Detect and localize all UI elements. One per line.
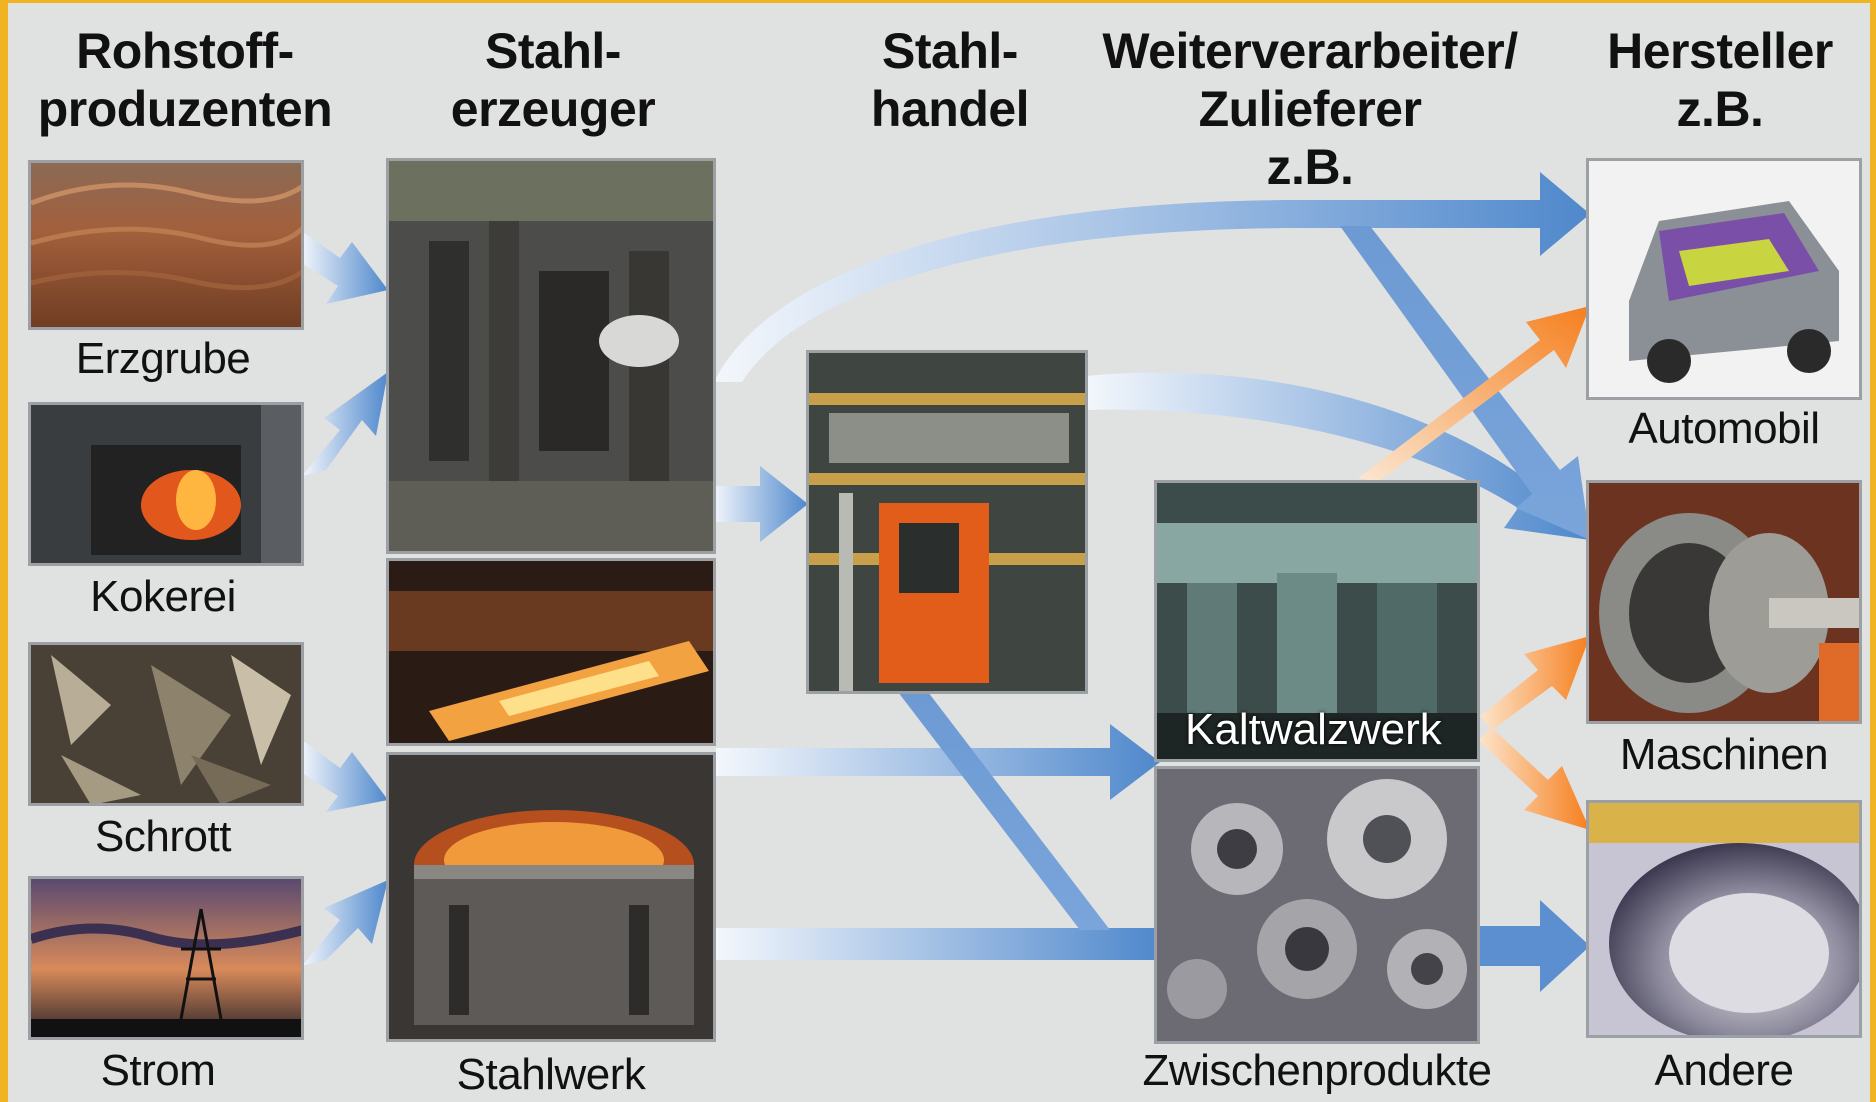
arrow-steelworks-to-intermediate [716, 928, 1160, 960]
steelworks-image-furnace [386, 752, 716, 1042]
arrow-intermediate-to-other [1478, 900, 1590, 992]
arrow-ore-to-steelworks [300, 232, 388, 304]
arrow-steelworks-to-trade [712, 466, 808, 542]
arrow-cold-rolling-to-other [1478, 728, 1590, 830]
arrow-cold-rolling-to-machines [1480, 636, 1590, 730]
arrow-power-to-steelworks [302, 880, 388, 966]
arrow-steelworks-to-automobile [714, 172, 1590, 382]
ore-mine-image [28, 160, 304, 330]
automobile-image [1586, 158, 1862, 400]
label-steelworks: Stahlwerk [456, 1050, 646, 1099]
label-cold-rolling-mill: Kaltwalzwerk [1185, 705, 1442, 754]
label-power: Strom [100, 1046, 216, 1095]
steel-trade-image [806, 350, 1088, 694]
label-ore-mine: Erzgrube [75, 334, 251, 383]
label-other: Andere [1654, 1046, 1794, 1095]
label-machines: Maschinen [1619, 730, 1829, 779]
power-image [28, 876, 304, 1040]
label-intermediate-products: Zwischenprodukte [1142, 1046, 1492, 1095]
label-automobile: Automobil [1628, 404, 1820, 453]
other-products-image [1586, 800, 1862, 1038]
header-processors: Weiterverarbeiter/ Zulieferer z.B. [1102, 23, 1518, 195]
machines-image [1586, 480, 1862, 724]
header-manufacturers: Hersteller z.B. [1607, 23, 1833, 137]
arrow-steelworks-to-cold-rolling [716, 724, 1160, 800]
cold-rolling-mill-image: Kaltwalzwerk [1154, 480, 1480, 762]
arrow-coke-to-steelworks [302, 372, 388, 476]
header-raw-producers: Rohstoff- produzenten [37, 23, 333, 137]
arrow-trade-to-machines [1086, 372, 1590, 540]
intermediate-products-image [1154, 766, 1480, 1044]
steelworks-image-rolling [386, 558, 716, 746]
label-coke-plant: Kokerei [90, 572, 236, 621]
arrow-trade-to-intermediate [898, 692, 1110, 930]
coke-plant-image [28, 402, 304, 566]
header-steelmakers: Stahl- erzeuger [450, 23, 656, 137]
header-steel-trade: Stahl- handel [870, 23, 1030, 137]
arrow-scrap-to-steelworks [300, 740, 388, 812]
steelworks-image-plant [386, 158, 716, 554]
scrap-image [28, 642, 304, 806]
arrow-cold-rolling-to-automobile [1358, 306, 1590, 482]
label-scrap: Schrott [95, 812, 231, 861]
arrow-processors-to-machines [1340, 226, 1590, 540]
